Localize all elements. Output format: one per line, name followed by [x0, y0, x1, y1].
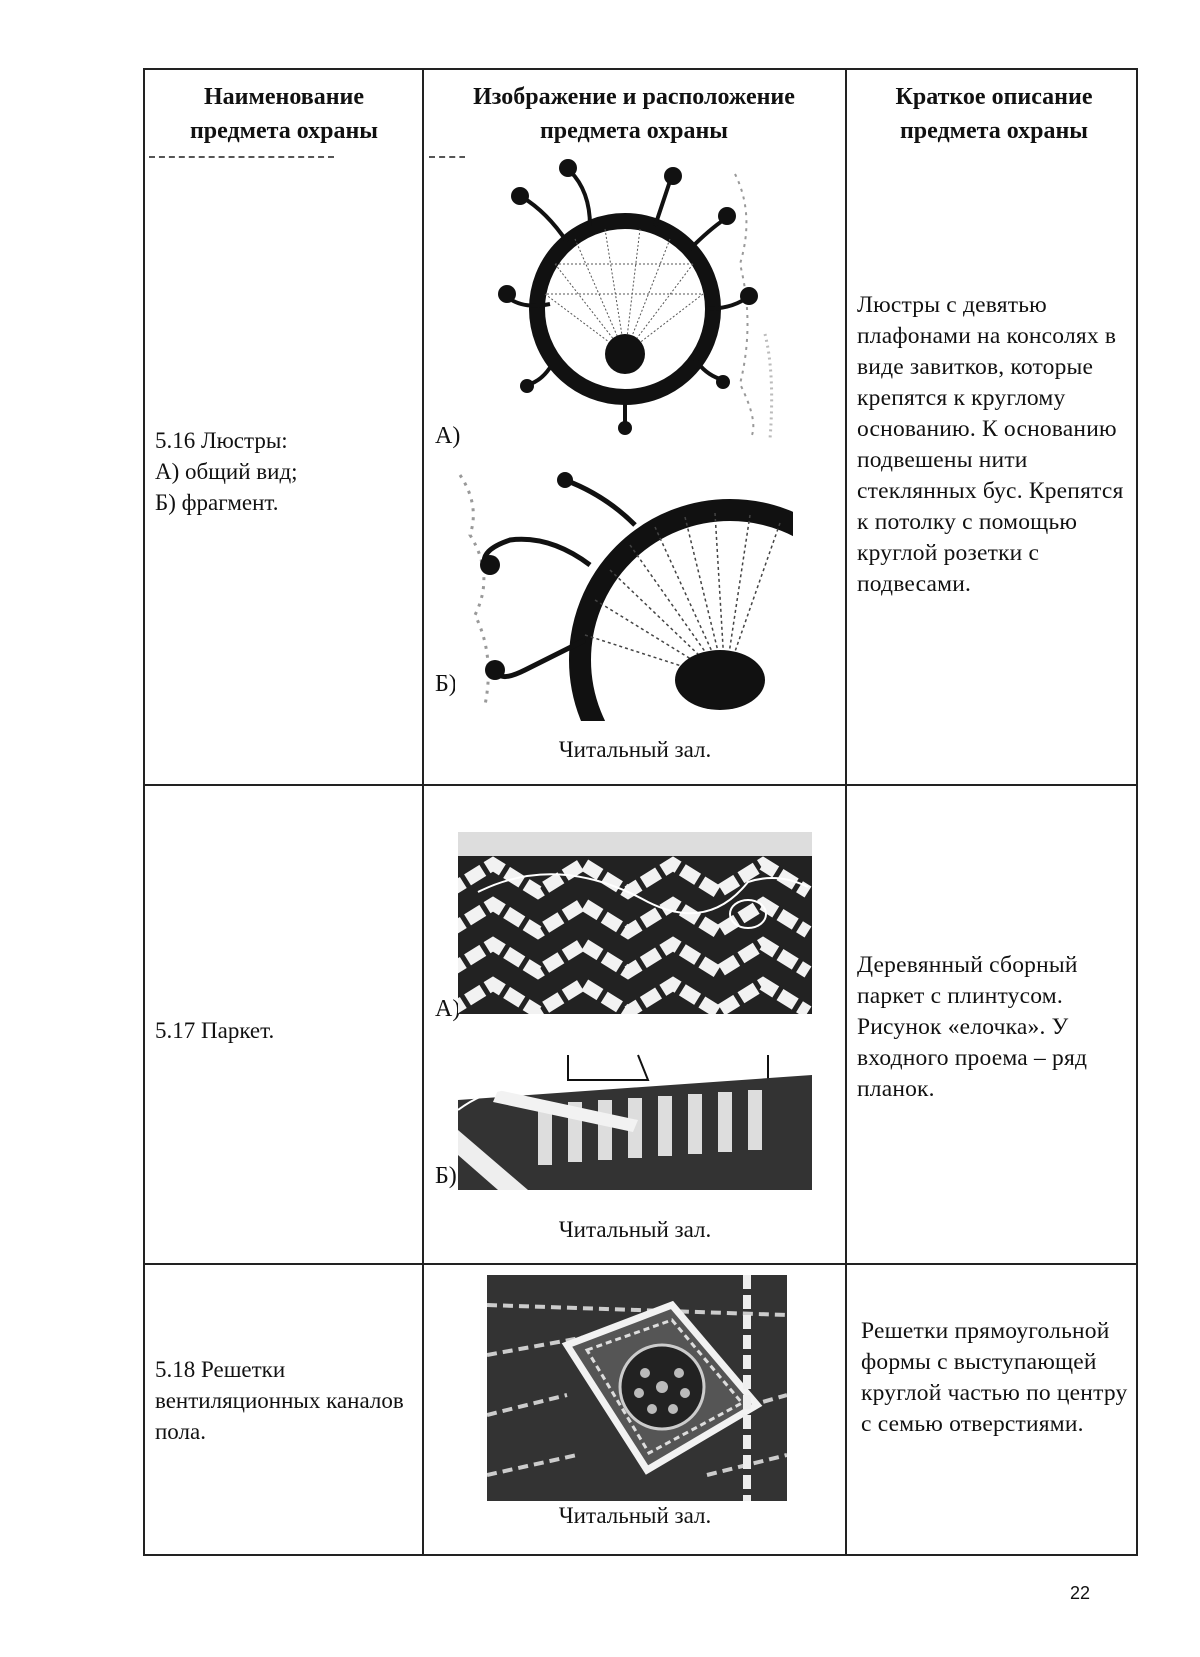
figure-label-b: Б) — [435, 1163, 457, 1189]
column-divider — [422, 70, 424, 1554]
figure-label-a: А) — [435, 996, 461, 1022]
row-divider — [145, 1263, 1136, 1265]
chandelier-fragment-photo — [455, 465, 793, 721]
figure-label-b: Б) — [435, 671, 457, 697]
column-divider — [845, 70, 847, 1554]
figure-label-a: А) — [435, 423, 461, 449]
photo-caption: Читальный зал. — [558, 737, 712, 762]
page-number: 22 — [1070, 1583, 1091, 1603]
row-name-5-17: 5.17 Паркет. — [155, 1018, 275, 1043]
row-description-5-16: Люстры с девятью плафонами на консолях в… — [857, 292, 1124, 597]
parquet-herringbone-photo — [458, 832, 812, 1014]
header-underline — [149, 156, 334, 158]
header-name: Наименование предмета охраны — [189, 84, 379, 144]
parquet-entrance-photo — [458, 1050, 812, 1190]
header-image: Изображение и расположение предмета охра… — [473, 84, 795, 144]
header-description: Краткое описание предмета охраны — [895, 84, 1093, 144]
row-divider — [145, 784, 1136, 786]
row-name-5-16: 5.16 Люстры: А) общий вид; Б) фрагмент. — [155, 428, 298, 515]
chandelier-overview-photo — [465, 154, 795, 444]
vent-grate-photo — [487, 1275, 787, 1501]
protected-items-table: Наименование предмета охраны Изображение… — [143, 68, 1138, 1556]
photo-caption: Читальный зал. — [558, 1217, 712, 1242]
row-description-5-17: Деревянный сборный паркет с плинтусом. Р… — [857, 952, 1088, 1102]
row-description-5-18: Решетки прямоугольной формы с выступающе… — [861, 1318, 1128, 1437]
photo-caption: Читальный зал. — [558, 1503, 712, 1528]
row-name-5-18: 5.18 Решетки вентиляционных каналов пола… — [155, 1357, 404, 1444]
